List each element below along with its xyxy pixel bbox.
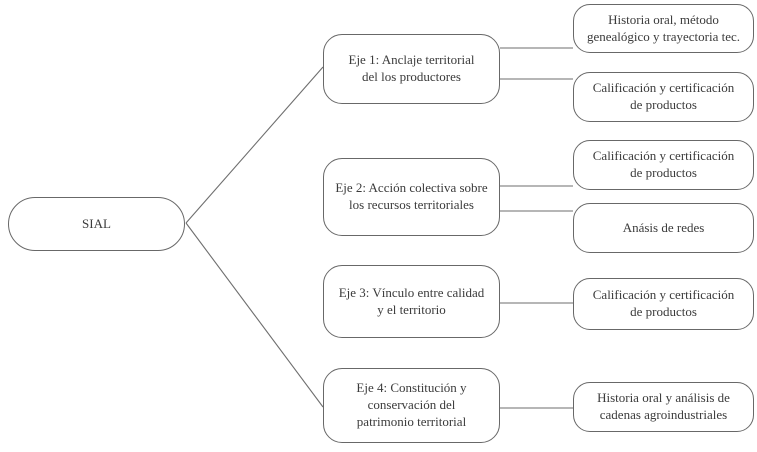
node-leaf-2: Calificación y certificación de producto…: [573, 72, 754, 122]
connector-sial-eje4: [185, 222, 324, 408]
node-leaf-3-label: Calificación y certificación de producto…: [592, 148, 735, 180]
node-leaf-6: Historia oral y análisis de cadenas agro…: [573, 382, 754, 432]
node-eje-4-label: Eje 4: Constitución y conservación del p…: [356, 380, 467, 429]
node-leaf-6-label: Historia oral y análisis de cadenas agro…: [597, 390, 730, 422]
node-leaf-1-label: Historia oral, método genealógico y tray…: [586, 11, 741, 44]
node-leaf-4-label: Anásis de redes: [622, 219, 705, 235]
node-sial-label: SIAL: [82, 215, 111, 231]
node-eje-4: Eje 4: Constitución y conservación del p…: [323, 368, 500, 443]
node-eje-3-label: Eje 3: Vínculo entre calidad y el territ…: [338, 284, 485, 317]
node-leaf-5: Calificación y certificación de producto…: [573, 278, 754, 330]
node-leaf-5-label: Calificación y certificación de producto…: [592, 287, 735, 319]
node-leaf-3: Calificación y certificación de producto…: [573, 140, 754, 190]
node-leaf-1: Historia oral, método genealógico y tray…: [573, 4, 754, 53]
node-eje-1: Eje 1: Anclaje territorial del los produ…: [323, 34, 500, 104]
connector-sial-eje1: [185, 66, 324, 224]
node-leaf-2-label: Calificación y certificación de producto…: [592, 80, 735, 112]
node-sial: SIAL: [8, 197, 185, 251]
node-eje-3: Eje 3: Vínculo entre calidad y el territ…: [323, 265, 500, 338]
node-eje-1-label: Eje 1: Anclaje territorial del los produ…: [348, 52, 475, 84]
node-eje-2: Eje 2: Acción colectiva sobre los recurs…: [323, 158, 500, 236]
node-eje-2-label: Eje 2: Acción colectiva sobre los recurs…: [335, 180, 488, 212]
node-leaf-4: Anásis de redes: [573, 203, 754, 253]
